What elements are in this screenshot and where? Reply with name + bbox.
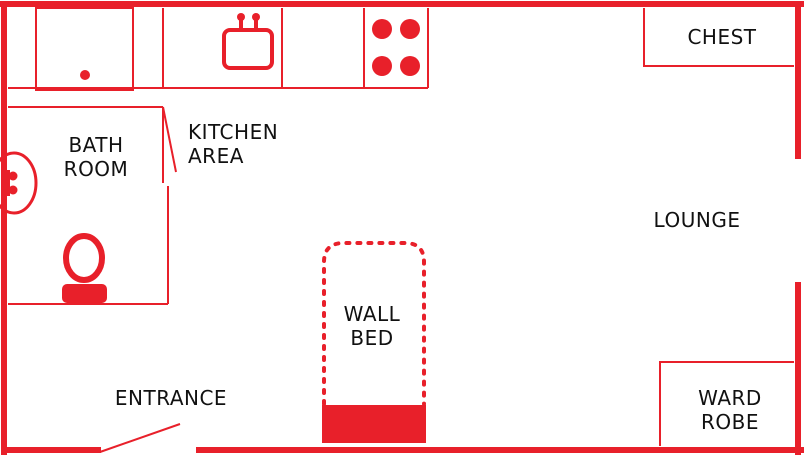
- lounge-label: LOUNGE: [653, 208, 741, 232]
- chest-cabinet: [643, 8, 794, 67]
- kitchen-area-label: KITCHEN AREA: [188, 120, 279, 168]
- toilet-icon: [62, 233, 107, 303]
- shower-icon: [35, 7, 134, 91]
- wall-bed-label: WALL BED: [343, 302, 401, 350]
- wardrobe-cabinet: [659, 361, 794, 446]
- stove-icon: [372, 19, 420, 76]
- kitchen-sink-icon: [222, 13, 274, 70]
- chest-label: CHEST: [687, 25, 757, 49]
- wall-bed-headboard: [322, 405, 426, 443]
- wall-bed: [322, 241, 426, 443]
- entrance-door[interactable]: [99, 423, 181, 453]
- wardrobe-label: WARD ROBE: [698, 386, 762, 434]
- entrance-label: ENTRANCE: [114, 386, 228, 410]
- bathroom-sink-icon: [0, 151, 38, 215]
- bathroom-door[interactable]: [162, 106, 177, 173]
- bathroom-label: BATH ROOM: [63, 133, 129, 181]
- interior-partitions: [8, 8, 794, 453]
